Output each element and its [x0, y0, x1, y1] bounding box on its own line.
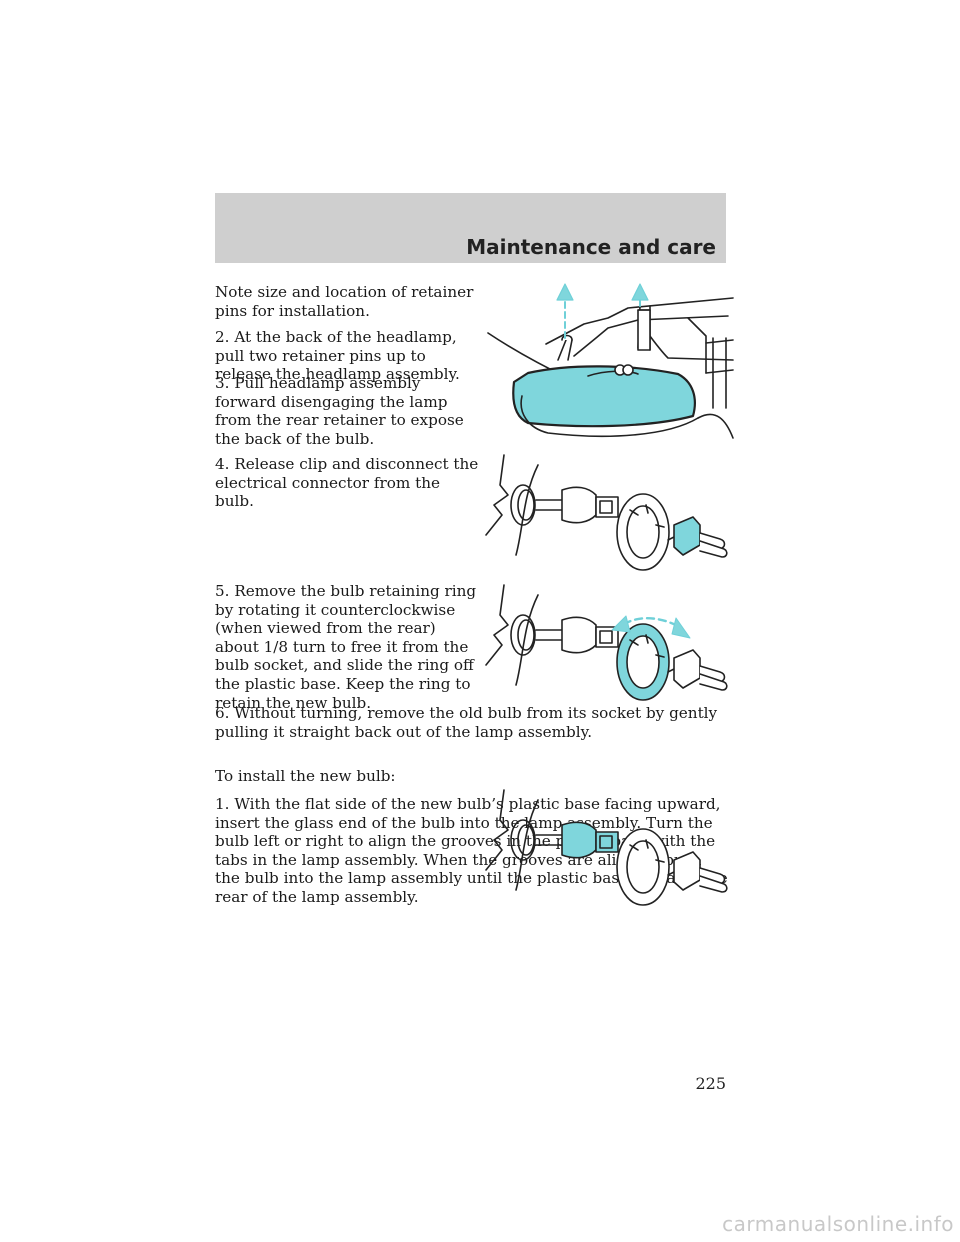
- section-title: Maintenance and care: [466, 235, 716, 259]
- retaining-ring-rotation-illustration: [485, 584, 728, 701]
- bulb-connector-removal-illustration: [485, 454, 728, 571]
- headlamp-retainer-pins-illustration: [487, 283, 734, 439]
- paragraph-pins-note: Note size and location of retainer pins …: [215, 283, 474, 320]
- section-header: Maintenance and care: [215, 193, 726, 263]
- paragraph-step-5: 5. Remove the bulb retaining ring by rot…: [215, 582, 477, 712]
- paragraph-step-6: 6. Without turning, remove the old bulb …: [215, 704, 718, 741]
- page-number: 225: [695, 1074, 726, 1093]
- paragraph-install-heading: To install the new bulb:: [215, 767, 396, 785]
- paragraph-step-4: 4. Release clip and disconnect the elect…: [215, 455, 479, 511]
- paragraph-step-3: 3. Pull headlamp assembly forward diseng…: [215, 374, 464, 448]
- paragraph-step-2: 2. At the back of the headlamp, pull two…: [215, 328, 460, 384]
- watermark: carmanualsonline.info: [722, 1212, 954, 1236]
- new-bulb-install-illustration: [485, 789, 728, 906]
